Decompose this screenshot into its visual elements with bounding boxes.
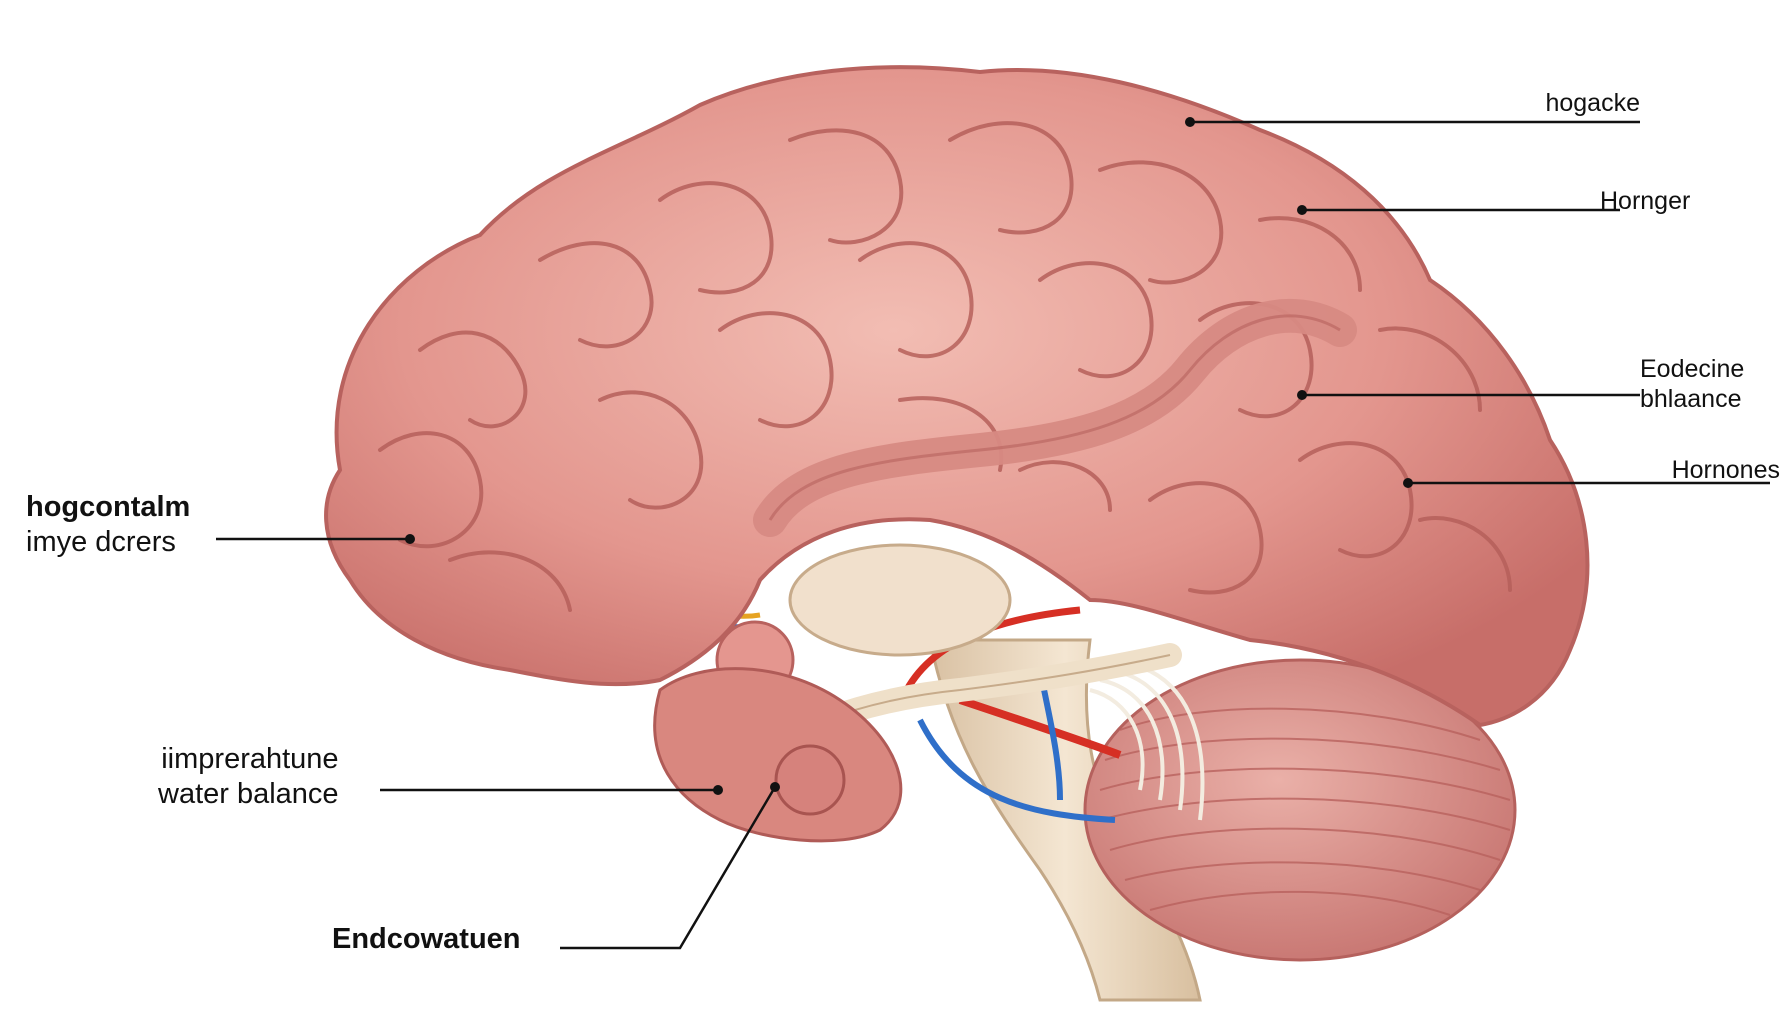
- leader-lines: [216, 120, 1770, 950]
- artery-2: [958, 696, 1122, 759]
- label-water-balance-line2: water balance: [158, 777, 339, 810]
- cerebellum-folia: [1099, 707, 1511, 916]
- label-hornones: Hornones: [1640, 455, 1780, 485]
- cerebellum: [1083, 658, 1517, 962]
- temporal-lobe: [653, 667, 903, 843]
- label-hogcontalm: hogcontalm imye dcrers: [26, 490, 190, 560]
- label-water-balance-line1: iimprerahtune: [161, 743, 339, 775]
- label-hornger-text: Hornger: [1600, 187, 1691, 215]
- label-endcowatuen-text: Endcowatuen: [332, 923, 521, 955]
- label-eodecine: Eodecine bhlaance: [1640, 354, 1780, 414]
- label-endcowatuen: Endcowatuen: [332, 922, 521, 957]
- label-hornones-text: Hornones: [1671, 456, 1780, 484]
- label-eodecine-line1: Eodecine: [1640, 355, 1745, 383]
- leader-line-endcowatuen: [560, 786, 777, 950]
- cortical-sulci: [378, 121, 1512, 612]
- label-hornger: Hornger: [1600, 186, 1740, 216]
- cerebrum: [324, 65, 1590, 728]
- label-hogcontalm-line1: hogcontalm: [26, 491, 191, 523]
- fiber-bundle: [1089, 660, 1205, 821]
- vein: [917, 718, 1116, 823]
- label-hogacke-text: hogacke: [1545, 89, 1640, 117]
- label-hogacke: hogacke: [1480, 88, 1640, 118]
- label-eodecine-line2: bhlaance: [1640, 385, 1742, 413]
- label-water-balance: iimprerahtune water balance: [158, 742, 339, 812]
- thalamus: [788, 543, 1012, 657]
- leader-dots: [405, 117, 1413, 795]
- cingulate-outline: [768, 314, 1341, 521]
- pituitary: [774, 744, 846, 816]
- label-hogcontalm-line2: imye dcrers: [26, 525, 176, 558]
